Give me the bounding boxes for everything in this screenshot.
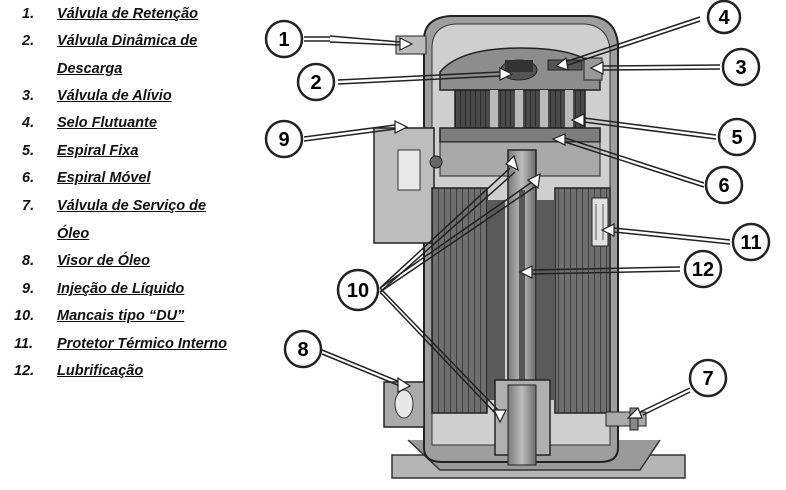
legend-label: Espiral Móvel — [57, 170, 151, 186]
callout-label: 9 — [278, 129, 289, 151]
legend-label: Protetor Térmico Interno — [57, 336, 227, 352]
legend-label: Mancais tipo “DU” — [57, 308, 185, 324]
legend-number: 1. — [22, 6, 35, 22]
callout-label: 10 — [347, 280, 369, 302]
callout-label: 7 — [702, 368, 713, 390]
legend-label: Lubrificação — [57, 363, 144, 379]
fixed-scroll — [454, 89, 586, 129]
arrowheads — [394, 37, 643, 424]
leader-lines — [303, 16, 731, 416]
legend-number: 5. — [22, 143, 35, 159]
legend-number: 2. — [22, 33, 35, 49]
callout-5: 5 — [717, 117, 757, 157]
callout-label: 2 — [310, 72, 321, 94]
discharge-chamber — [439, 47, 601, 91]
legend-label: Válvula de Retenção — [57, 6, 199, 22]
callout-8: 8 — [283, 329, 323, 369]
legend-label: Espiral Fixa — [57, 143, 139, 159]
callout-3: 3 — [721, 47, 761, 87]
legend-label-continued: Óleo — [57, 226, 90, 242]
callout-7: 7 — [688, 358, 728, 398]
legend-number: 3. — [22, 88, 35, 104]
callout-label: 5 — [731, 127, 742, 149]
lower-bearing — [494, 379, 551, 466]
legend-label-continued: Descarga — [57, 61, 123, 77]
callout-label: 6 — [718, 175, 729, 197]
callout-label: 4 — [718, 7, 730, 29]
legend-number: 10. — [14, 308, 35, 324]
callout-label: 3 — [735, 57, 746, 79]
legend-number: 12. — [14, 363, 35, 379]
callout-label: 11 — [740, 232, 761, 254]
callout-label: 1 — [278, 29, 289, 51]
legend-label: Selo Flutuante — [57, 115, 157, 131]
callout-label: 8 — [297, 339, 308, 361]
legend-number: 8. — [22, 253, 35, 269]
legend-label: Válvula Dinâmica de — [57, 33, 198, 49]
legend-label: Válvula de Serviço de — [57, 198, 207, 214]
thermal-protector — [591, 197, 609, 247]
callout-9: 9 — [264, 119, 304, 159]
callout-1: 1 — [264, 19, 304, 59]
legend-number: 6. — [22, 170, 35, 186]
callout-12: 12 — [683, 249, 723, 289]
callout-10: 10 — [336, 268, 380, 312]
legend-label: Visor de Óleo — [57, 253, 150, 269]
callout-6: 6 — [704, 165, 744, 205]
legend-label: Válvula de Alívio — [57, 88, 172, 104]
legend-number: 4. — [22, 115, 35, 131]
legend-number: 9. — [22, 281, 35, 297]
callout-2: 2 — [296, 62, 336, 102]
legend-label: Injeção de Líquido — [57, 281, 185, 297]
legend-number: 7. — [22, 198, 35, 214]
legend-number: 11. — [14, 336, 34, 352]
callout-4: 4 — [706, 0, 742, 35]
callout-11: 11 — [731, 222, 771, 262]
callout-label: 12 — [692, 259, 714, 281]
